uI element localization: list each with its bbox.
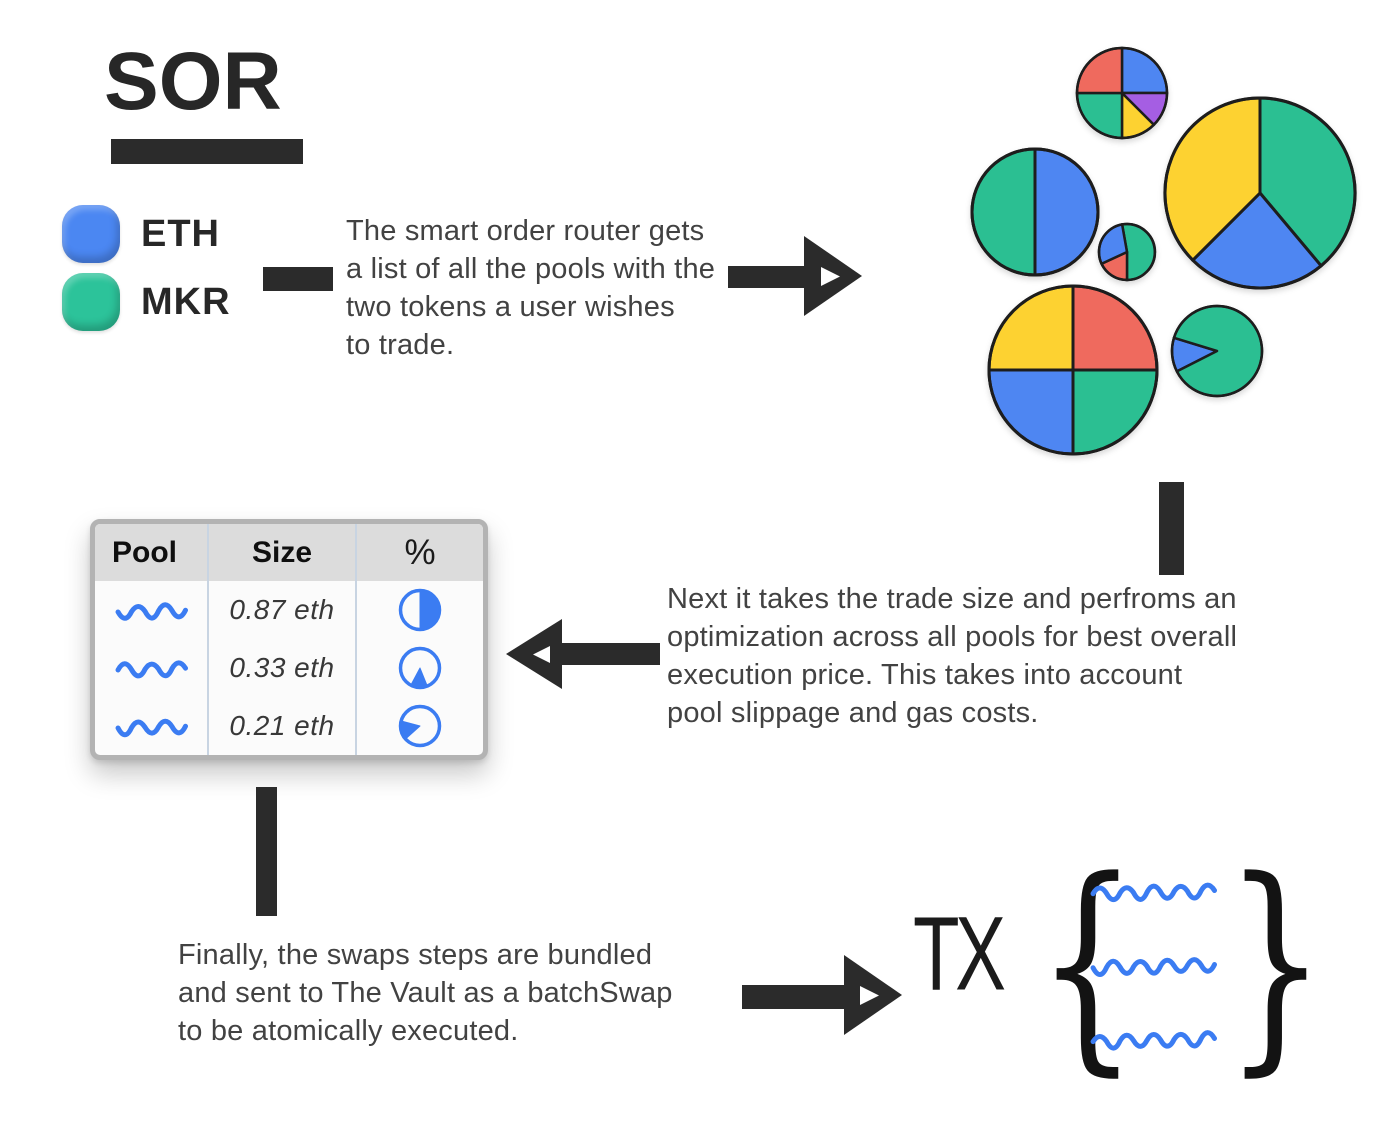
tx-scribble-icon [1090, 957, 1218, 977]
step1-text: The smart order router gets a list of al… [346, 215, 716, 361]
pool-pie-chart [970, 147, 1100, 277]
table-row: 0.87 eth [95, 581, 483, 639]
step2-text: Next it takes the trade size and perfrom… [667, 583, 1238, 729]
pool-pie-chart [987, 284, 1159, 456]
pool-pie-chart [1170, 304, 1264, 398]
allocation-pie-icon [398, 704, 442, 748]
page-title: SOR [104, 36, 282, 127]
arrow-right-icon [728, 236, 862, 316]
pool-pie-chart [1097, 222, 1157, 282]
connector-bar-down [1159, 482, 1184, 575]
legend-item-eth: ETH [62, 205, 220, 263]
table-row: 0.21 eth [95, 697, 483, 755]
allocation-pie-icon [398, 588, 442, 632]
pool-size-value: 0.87 eth [207, 581, 355, 639]
tx-swap-steps [1090, 878, 1228, 1052]
table-row: 0.33 eth [95, 639, 483, 697]
col-header-pool: Pool [112, 535, 177, 569]
right-brace: } [1224, 831, 1327, 1096]
legend-label-mkr: MKR [141, 280, 231, 323]
pool-scribble-icon [115, 718, 189, 738]
table-header-row: Pool Size % [95, 524, 483, 581]
col-header-size: Size [207, 524, 355, 581]
tx-label: TX [913, 894, 1006, 1013]
pool-size-value: 0.33 eth [207, 639, 355, 697]
legend-label-eth: ETH [141, 212, 220, 255]
pool-scribble-icon [115, 660, 189, 679]
pool-pie-chart [1163, 96, 1357, 290]
arrow-left-icon [506, 619, 660, 689]
tx-scribble-icon [1090, 1030, 1218, 1051]
pool-size-value: 0.21 eth [207, 697, 355, 755]
eth-token-icon [62, 205, 120, 263]
tx-scribble-icon [1090, 882, 1218, 903]
connector-dash [263, 267, 333, 291]
step3-text: Finally, the swaps steps are bundled and… [178, 939, 673, 1047]
legend-item-mkr: MKR [62, 273, 231, 331]
mkr-token-icon [62, 273, 120, 331]
pool-scribble-icon [115, 602, 189, 621]
arrow-right-icon [742, 955, 902, 1035]
pool-pie-chart [1075, 46, 1169, 140]
allocation-pie-icon [398, 646, 442, 690]
title-underline-bar [111, 139, 303, 164]
routing-table: Pool Size % 0.87 eth 0.33 eth 0.21 eth [90, 519, 488, 760]
col-header-percent: % [355, 524, 483, 581]
connector-bar-down [256, 787, 277, 916]
